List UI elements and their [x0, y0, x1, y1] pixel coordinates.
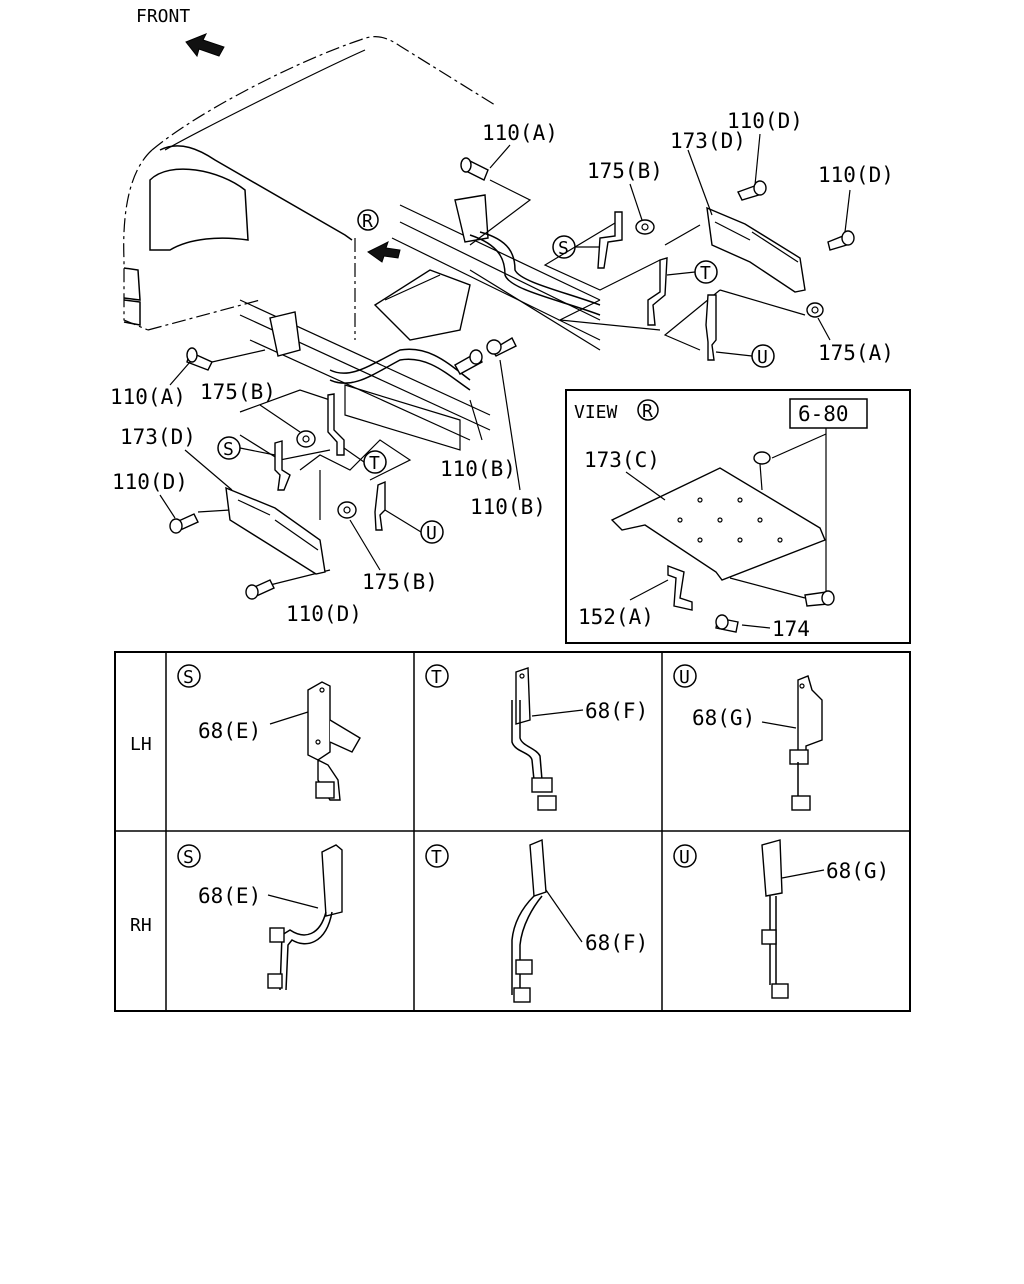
- bolt-110d-2: [827, 230, 855, 251]
- cab-outline: [123, 36, 496, 340]
- bracket-lh-u: [789, 675, 823, 811]
- chassis-frame: [239, 194, 601, 451]
- bracket-152a: [667, 564, 693, 611]
- bracket-rh-u: [761, 839, 789, 999]
- marker-u-lower-letter: U: [426, 523, 437, 544]
- bracket-rh-s: [267, 844, 343, 991]
- bracket-s-upper: [597, 211, 623, 269]
- marker-s-upper-letter: S: [558, 238, 569, 259]
- view-r-title-letter: R: [642, 401, 653, 422]
- cell-label-lh-t: 68(F): [585, 699, 648, 723]
- view-r-marker: R: [357, 209, 401, 263]
- front-label: FRONT: [136, 6, 190, 27]
- svg-text:U: U: [679, 667, 690, 688]
- bolt-110b-pair: [454, 337, 517, 375]
- bolt-110a-top: [460, 157, 489, 181]
- bolt-6-80-side: [729, 577, 835, 607]
- bolt-110a-left: [186, 347, 213, 371]
- cell-marker-rh-t: T: [425, 844, 449, 868]
- callout-173d-right: 173(D): [670, 129, 746, 153]
- bracket-s-lower: [274, 440, 291, 491]
- cell-label-rh-u: 68(G): [826, 859, 889, 883]
- cell-label-rh-t: 68(F): [585, 931, 648, 955]
- bracket-lh-s: [307, 681, 361, 801]
- plate-173c: [610, 467, 826, 581]
- cell-label-lh-u: 68(G): [692, 706, 755, 730]
- row-label-lh: LH: [130, 734, 152, 755]
- marker-t-lower-letter: T: [369, 453, 380, 474]
- callout-110b-2: 110(B): [470, 495, 546, 519]
- callout-175b-bottom: 175(B): [362, 570, 438, 594]
- cell-label-lh-s: 68(E): [198, 719, 261, 743]
- callout-173c: 173(C): [584, 448, 660, 472]
- nut-175a: [806, 302, 824, 318]
- row-label-rh: RH: [130, 915, 152, 936]
- callout-110d-2: 110(D): [818, 163, 894, 187]
- callout-175a: 175(A): [818, 341, 894, 365]
- nut-175b-top: [635, 219, 655, 235]
- callout-173d-left: 173(D): [120, 425, 196, 449]
- ref-box: [789, 398, 868, 429]
- bolt-174: [715, 614, 739, 633]
- callout-175b-top: 175(B): [587, 159, 663, 183]
- bolt-110d-1: [737, 180, 767, 201]
- marker-u-upper: U: [751, 344, 775, 368]
- cell-marker-rh-u: U: [673, 844, 697, 868]
- svg-text:U: U: [679, 847, 690, 868]
- bracket-u-upper: [705, 294, 717, 361]
- plate-173d-left: [225, 486, 326, 575]
- bolt-110d-4: [245, 579, 275, 600]
- svg-text:T: T: [431, 667, 442, 688]
- ref-box-label: 6-80: [798, 402, 849, 426]
- cell-marker-lh-s: S: [177, 664, 201, 688]
- svg-text:S: S: [183, 847, 194, 868]
- callout-110a-top: 110(A): [482, 121, 558, 145]
- marker-s-upper: S: [552, 235, 576, 259]
- bracket-lh-t: [511, 667, 557, 811]
- marker-u-upper-letter: U: [757, 347, 768, 368]
- callout-110d-1: 110(D): [727, 109, 803, 133]
- svg-text:T: T: [431, 847, 442, 868]
- callout-110d-4: 110(D): [286, 602, 362, 626]
- view-r-panel: [565, 389, 911, 644]
- view-r-title: VIEW: [574, 402, 618, 423]
- marker-t-lower: T: [363, 450, 387, 474]
- nut-175b-bottom: [337, 501, 357, 519]
- callout-174: 174: [772, 617, 810, 641]
- callout-110b-1: 110(B): [440, 457, 516, 481]
- view-r-title-marker: R: [637, 399, 659, 422]
- callout-152a: 152(A): [578, 605, 654, 629]
- bracket-table: [114, 651, 911, 1012]
- marker-s-lower-letter: S: [223, 439, 234, 460]
- plate-173d-right: [706, 206, 806, 293]
- callout-110a-left: 110(A): [110, 385, 186, 409]
- front-arrow-icon: [185, 33, 225, 58]
- bolt-6-80-top: [753, 451, 771, 491]
- callout-175b-left: 175(B): [200, 380, 276, 404]
- marker-u-lower: U: [420, 520, 444, 544]
- marker-t-upper: T: [694, 260, 718, 284]
- bracket-t-upper: [647, 257, 668, 326]
- bracket-u-lower: [374, 480, 386, 531]
- cell-marker-lh-u: U: [673, 664, 697, 688]
- cell-marker-rh-s: S: [177, 844, 201, 868]
- nut-175b-left: [296, 430, 316, 448]
- view-r-marker-letter: R: [362, 211, 373, 232]
- cell-marker-lh-t: T: [425, 664, 449, 688]
- bolt-110d-3: [169, 513, 199, 534]
- bracket-t-lower: [327, 393, 345, 456]
- callout-110d-3: 110(D): [112, 470, 188, 494]
- marker-t-upper-letter: T: [700, 263, 711, 284]
- cell-label-rh-s: 68(E): [198, 884, 261, 908]
- marker-s-lower: S: [217, 436, 241, 460]
- bracket-rh-t: [511, 838, 547, 1003]
- svg-text:S: S: [183, 667, 194, 688]
